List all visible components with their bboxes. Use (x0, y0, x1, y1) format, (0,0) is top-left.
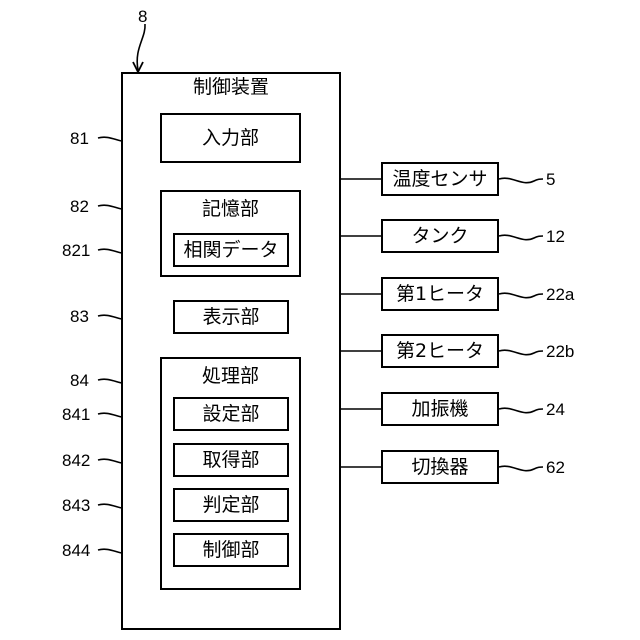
ref-844: 844 (62, 542, 90, 559)
ref-main: 8 (138, 8, 147, 25)
ref-24: 24 (546, 401, 565, 418)
heater1-box: 第1ヒータ (381, 277, 499, 311)
ref-22a: 22a (546, 286, 574, 303)
control-unit-label: 制御部 (202, 541, 259, 560)
leader-main (137, 24, 145, 70)
heater2-box: 第2ヒータ (381, 334, 499, 368)
ref-842: 842 (62, 452, 90, 469)
ref-821: 821 (62, 242, 90, 259)
vibrator-box: 加振機 (381, 392, 499, 426)
input-unit-label: 入力部 (202, 129, 259, 148)
controller-title: 制御装置 (121, 78, 341, 97)
leader-5 (499, 178, 543, 183)
processing-unit-label: 処理部 (160, 367, 301, 386)
tank-label: タンク (411, 227, 468, 246)
ref-12: 12 (546, 228, 565, 245)
ref-82: 82 (70, 198, 89, 215)
acquisition-unit-box: 取得部 (173, 443, 289, 477)
leader-62 (499, 466, 543, 471)
leader-22b (499, 350, 543, 355)
switcher-label: 切換器 (411, 458, 468, 477)
ref-22b: 22b (546, 343, 574, 360)
judgment-unit-box: 判定部 (173, 488, 289, 522)
display-unit-box: 表示部 (173, 300, 289, 334)
heater2-label: 第2ヒータ (396, 342, 484, 361)
ref-83: 83 (70, 308, 89, 325)
display-unit-label: 表示部 (202, 308, 259, 327)
ref-841: 841 (62, 406, 90, 423)
input-unit-box: 入力部 (160, 113, 301, 163)
ref-62: 62 (546, 459, 565, 476)
ref-843: 843 (62, 497, 90, 514)
ref-84: 84 (70, 372, 89, 389)
temp-sensor-label: 温度センサ (392, 170, 487, 189)
ref-81: 81 (70, 130, 89, 147)
correlation-data-label: 相関データ (183, 241, 278, 260)
correlation-data-box: 相関データ (173, 233, 289, 267)
temp-sensor-box: 温度センサ (381, 162, 499, 196)
setting-unit-box: 設定部 (173, 397, 289, 431)
heater1-label: 第1ヒータ (396, 285, 484, 304)
vibrator-label: 加振機 (411, 400, 468, 419)
ref-5: 5 (546, 171, 555, 188)
leader-12 (499, 235, 543, 240)
acquisition-unit-label: 取得部 (202, 451, 259, 470)
memory-unit-label: 記憶部 (160, 200, 301, 219)
switcher-box: 切換器 (381, 450, 499, 484)
setting-unit-label: 設定部 (202, 405, 259, 424)
tank-box: タンク (381, 219, 499, 253)
control-unit-box: 制御部 (173, 533, 289, 567)
leader-24 (499, 408, 543, 413)
judgment-unit-label: 判定部 (202, 496, 259, 515)
leader-22a (499, 293, 543, 298)
